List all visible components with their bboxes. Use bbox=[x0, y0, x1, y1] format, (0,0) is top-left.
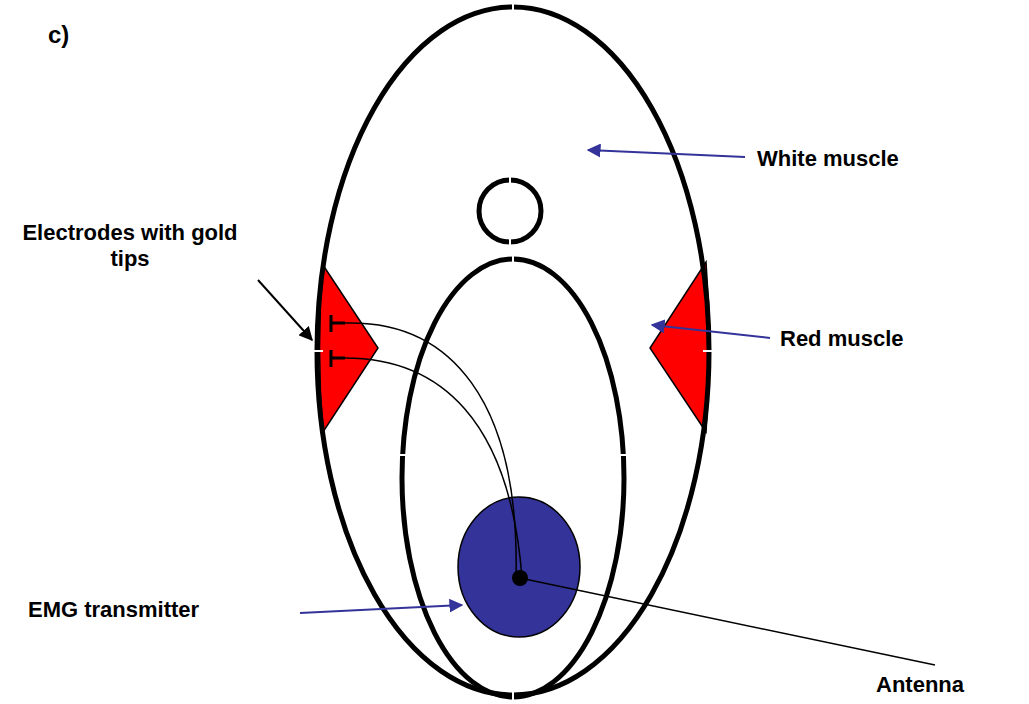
part-label: EMG transmitter bbox=[28, 597, 288, 623]
emg-transmitter bbox=[458, 497, 580, 637]
panel-letter: c) bbox=[48, 22, 108, 48]
outline-gaps bbox=[311, 1, 715, 703]
body-outline bbox=[317, 7, 709, 695]
spinal-cord bbox=[479, 180, 541, 242]
part-label: Electrodes with gold tips bbox=[10, 220, 250, 272]
part-label: Red muscle bbox=[780, 326, 980, 352]
red-muscle-left bbox=[320, 265, 379, 432]
antenna-wire bbox=[520, 578, 935, 665]
leader-arrow bbox=[258, 280, 312, 340]
leader-arrow bbox=[588, 150, 745, 157]
body-cavity bbox=[402, 259, 624, 697]
part-label: White muscle bbox=[757, 146, 957, 172]
part-label: Antenna bbox=[876, 672, 1016, 698]
electrode-wires bbox=[345, 323, 522, 578]
leader-arrow bbox=[652, 325, 770, 338]
red-muscle-right bbox=[650, 262, 710, 432]
electrodes bbox=[331, 315, 345, 367]
leader-arrow bbox=[300, 605, 462, 613]
antenna-base bbox=[512, 570, 528, 586]
